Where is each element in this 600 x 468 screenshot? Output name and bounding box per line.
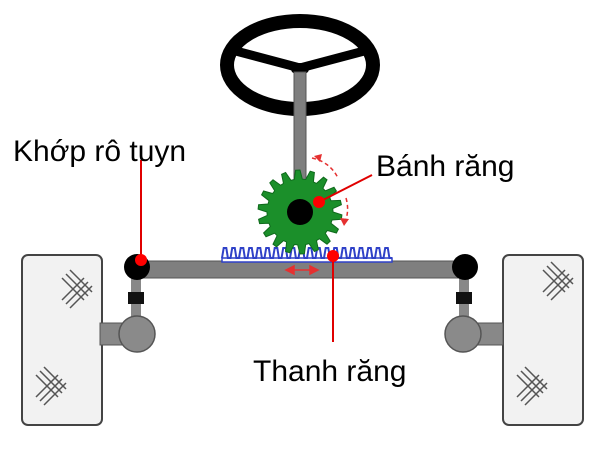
pinion-gear-leader [320,174,373,202]
pinion-gear-marker [313,196,325,208]
rack-motion-arrow-icon [284,264,320,276]
rotation-arrow-icon [311,154,349,226]
rack-marker [327,250,339,262]
gear-icon [257,169,343,255]
rack-icon [221,247,393,263]
label-rack: Thanh răng [253,355,407,388]
right-steering-knuckle [444,278,504,353]
left-tire-icon [21,254,103,426]
right-ball-joint [452,254,478,280]
label-pinion-gear: Bánh răng [376,150,515,183]
tie-rod-joint-marker [135,254,147,266]
left-steering-knuckle [99,278,156,353]
right-tire-icon [502,254,584,426]
label-tie-rod-joint: Khớp rô tuyn [13,135,187,168]
